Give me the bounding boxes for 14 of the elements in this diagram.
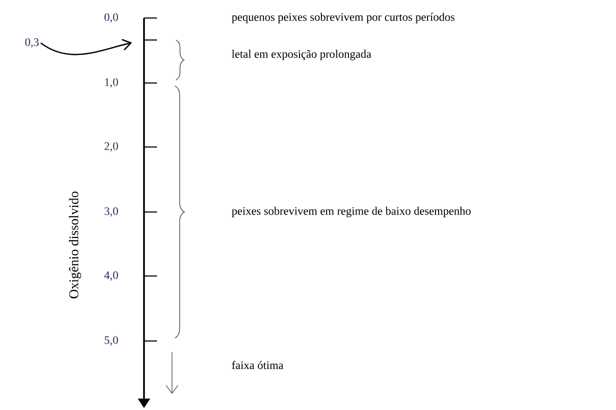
tick-label: 0,0: [104, 13, 118, 23]
axis-title: Oxigênio dissolvido: [68, 192, 82, 298]
tick-label: 3,0: [104, 207, 118, 217]
value-label: 0,3: [25, 38, 39, 48]
curved-arrow: [40, 38, 132, 56]
tick-label: 5,0: [104, 336, 118, 346]
tick-label: 2,0: [104, 142, 118, 152]
tick-label: 1,0: [105, 78, 118, 88]
tick-mark: [144, 39, 157, 41]
range-label: letal em exposição prolongada: [232, 50, 372, 60]
tick-label: 4,0: [104, 271, 118, 281]
range-label: pequenos peixes sobrevivem por curtos períodos: [232, 12, 454, 24]
range-label: faixa ótima: [232, 360, 284, 370]
range-label: peixes sobrevivem em regime de baixo desempenho: [232, 206, 471, 218]
